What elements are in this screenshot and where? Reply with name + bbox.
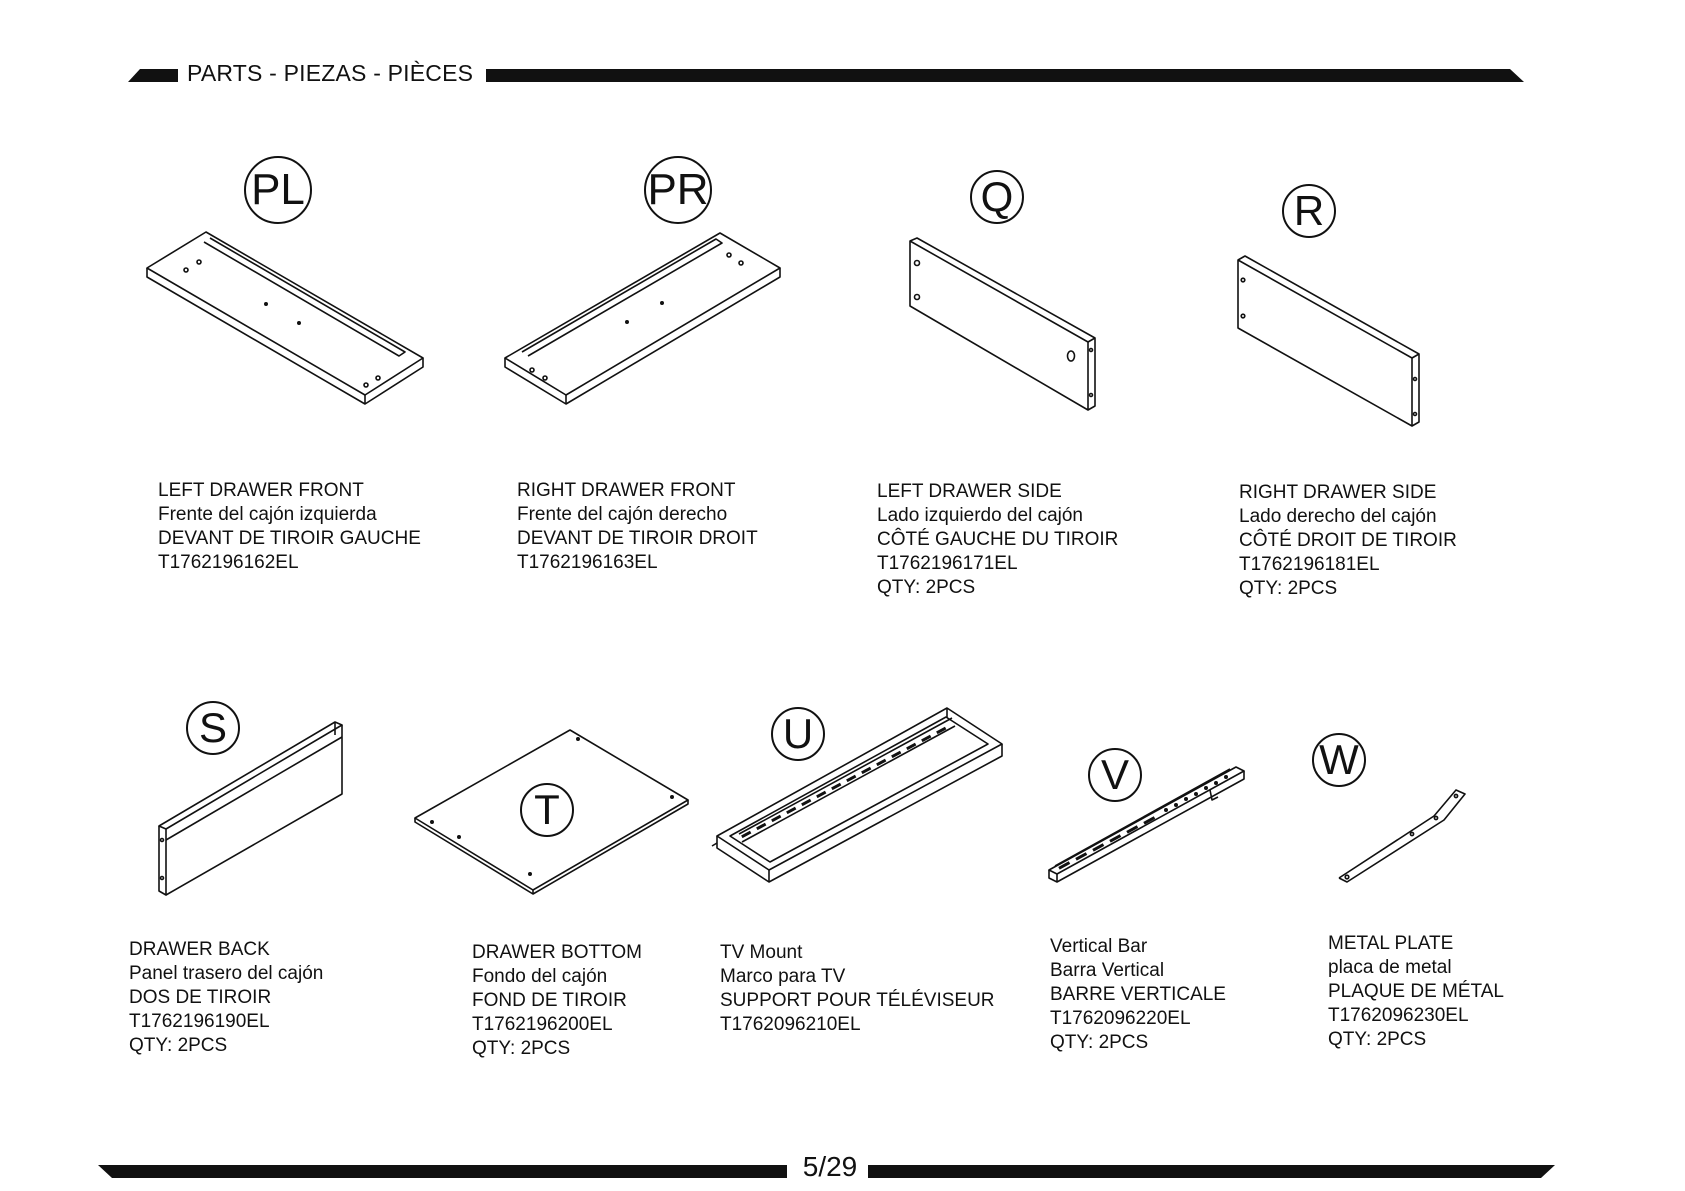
part-badge-pr: PR bbox=[644, 156, 712, 224]
part-label-v: Vertical Bar Barra Vertical BARRE VERTIC… bbox=[1050, 935, 1226, 1055]
part-badge-v: V bbox=[1088, 748, 1142, 802]
part-label-q: LEFT DRAWER SIDE Lado izquierdo del cajó… bbox=[877, 480, 1118, 600]
part-badge-q: Q bbox=[970, 170, 1024, 224]
part-name-en: LEFT DRAWER FRONT bbox=[158, 480, 364, 501]
part-name-fr: DEVANT DE TIROIR DROIT bbox=[517, 528, 758, 549]
part-name-es: Lado izquierdo del cajón bbox=[877, 505, 1083, 526]
part-badge-s: S bbox=[186, 701, 240, 755]
part-qty: QTY: 2PCS bbox=[1328, 1029, 1427, 1050]
part-code: T1762196171EL bbox=[877, 553, 1018, 574]
part-label-pr: RIGHT DRAWER FRONT Frente del cajón dere… bbox=[517, 479, 758, 575]
footer-bar-left bbox=[98, 1165, 787, 1178]
part-name-es: Fondo del cajón bbox=[472, 966, 608, 987]
part-name-es: Marco para TV bbox=[720, 966, 846, 987]
part-badge-u: U bbox=[771, 707, 825, 761]
footer-bar-right bbox=[868, 1165, 1555, 1178]
part-name-en: METAL PLATE bbox=[1328, 933, 1454, 954]
part-name-en: Vertical Bar bbox=[1050, 936, 1148, 957]
part-w-drawing bbox=[1338, 789, 1466, 883]
part-name-en: DRAWER BOTTOM bbox=[472, 942, 642, 963]
header-bar-left bbox=[128, 69, 178, 82]
part-code: T1762196163EL bbox=[517, 552, 658, 573]
part-name-fr: PLAQUE DE MÉTAL bbox=[1328, 981, 1504, 1002]
part-name-es: Frente del cajón izquierda bbox=[158, 504, 377, 525]
part-code: T1762196200EL bbox=[472, 1014, 613, 1035]
part-label-pl: LEFT DRAWER FRONT Frente del cajón izqui… bbox=[158, 479, 421, 575]
part-code: T1762096230EL bbox=[1328, 1005, 1469, 1026]
part-s-drawing bbox=[158, 721, 343, 896]
part-qty: QTY: 2PCS bbox=[1239, 578, 1338, 599]
header-bar-right bbox=[486, 69, 1524, 82]
part-qty: QTY: 2PCS bbox=[877, 577, 976, 598]
header-bar bbox=[128, 69, 1524, 82]
part-name-en: RIGHT DRAWER FRONT bbox=[517, 480, 736, 501]
part-name-en: RIGHT DRAWER SIDE bbox=[1239, 482, 1437, 503]
part-name-fr: SUPPORT POUR TÉLÉVISEUR bbox=[720, 990, 995, 1011]
part-name-fr: FOND DE TIROIR bbox=[472, 990, 627, 1011]
part-code: T1762196181EL bbox=[1239, 554, 1380, 575]
part-name-en: DRAWER BACK bbox=[129, 939, 270, 960]
part-name-en: LEFT DRAWER SIDE bbox=[877, 481, 1062, 502]
part-label-w: METAL PLATE placa de metal PLAQUE DE MÉT… bbox=[1328, 932, 1504, 1052]
part-name-es: placa de metal bbox=[1328, 957, 1452, 978]
part-name-es: Lado derecho del cajón bbox=[1239, 506, 1437, 527]
part-label-t: DRAWER BOTTOM Fondo del cajón FOND DE TI… bbox=[472, 941, 642, 1061]
part-q-drawing bbox=[909, 237, 1096, 411]
part-badge-r: R bbox=[1282, 184, 1336, 238]
part-code: T1762196190EL bbox=[129, 1011, 270, 1032]
part-pl-drawing bbox=[146, 231, 424, 405]
part-qty: QTY: 2PCS bbox=[472, 1038, 571, 1059]
part-badge-pl: PL bbox=[244, 156, 312, 224]
part-u-slots bbox=[741, 726, 947, 839]
part-name-es: Barra Vertical bbox=[1050, 960, 1165, 981]
part-pr-drawing bbox=[504, 232, 781, 405]
part-name-fr: DOS DE TIROIR bbox=[129, 987, 272, 1008]
part-code: T1762096220EL bbox=[1050, 1008, 1191, 1029]
part-v-holes bbox=[1058, 775, 1228, 870]
part-name-fr: BARRE VERTICALE bbox=[1050, 984, 1226, 1005]
part-qty: QTY: 2PCS bbox=[1050, 1032, 1149, 1053]
part-r-drawing bbox=[1237, 255, 1420, 427]
part-t-drawing bbox=[414, 729, 689, 895]
part-badge-t: T bbox=[520, 783, 574, 837]
part-code: T1762096210EL bbox=[720, 1014, 861, 1035]
part-label-u: TV Mount Marco para TV SUPPORT POUR TÉLÉ… bbox=[720, 941, 995, 1037]
part-qty: QTY: 2PCS bbox=[129, 1035, 228, 1056]
section-title: PARTS - PIEZAS - PIÈCES bbox=[187, 60, 474, 86]
part-name-en: TV Mount bbox=[720, 942, 803, 963]
part-label-r: RIGHT DRAWER SIDE Lado derecho del cajón… bbox=[1239, 481, 1457, 601]
part-name-es: Panel trasero del cajón bbox=[129, 963, 324, 984]
part-badge-w: W bbox=[1312, 733, 1366, 787]
part-label-s: DRAWER BACK Panel trasero del cajón DOS … bbox=[129, 938, 323, 1058]
part-code: T1762196162EL bbox=[158, 552, 299, 573]
part-u-drawing bbox=[711, 707, 1003, 883]
part-v-drawing bbox=[1048, 766, 1245, 883]
part-name-fr: CÔTÉ DROIT DE TIROIR bbox=[1239, 530, 1457, 551]
part-name-fr: DEVANT DE TIROIR GAUCHE bbox=[158, 528, 421, 549]
footer-bar bbox=[98, 1165, 1555, 1178]
part-name-es: Frente del cajón derecho bbox=[517, 504, 728, 525]
page-number: 5/29 bbox=[802, 1151, 858, 1182]
part-name-fr: CÔTÉ GAUCHE DU TIROIR bbox=[877, 529, 1119, 550]
